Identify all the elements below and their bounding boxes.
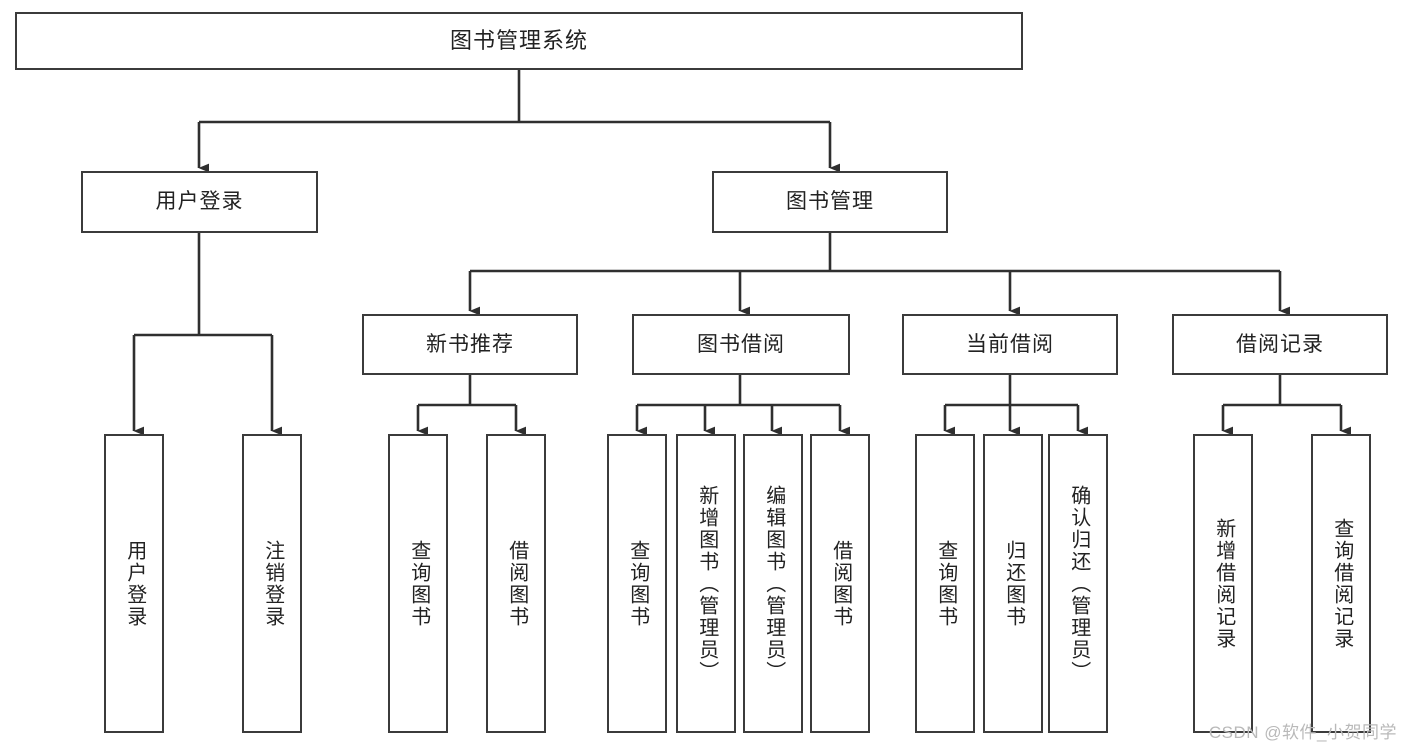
node-root-system[interactable]: 图书管理系统 bbox=[15, 12, 1023, 70]
node-label: 查询图书 bbox=[626, 539, 649, 628]
node-book-borrow[interactable]: 图书借阅 bbox=[632, 314, 850, 375]
node-label: 借阅图书 bbox=[829, 539, 852, 628]
node-borrow-record[interactable]: 借阅记录 bbox=[1172, 314, 1388, 375]
node-leaf-user-login[interactable]: 用户登录 bbox=[104, 434, 164, 733]
node-leaf-user-logout[interactable]: 注销登录 bbox=[242, 434, 302, 733]
node-label: 归还图书 bbox=[1002, 539, 1025, 628]
node-leaf-bookborrow-add[interactable]: 新增图书（管理员） bbox=[676, 434, 736, 733]
node-label: 用户登录 bbox=[155, 190, 244, 214]
node-label: 用户登录 bbox=[123, 539, 146, 628]
node-new-book-recommend[interactable]: 新书推荐 bbox=[362, 314, 578, 375]
node-leaf-bookborrow-lend[interactable]: 借阅图书 bbox=[810, 434, 870, 733]
node-leaf-newbook-query[interactable]: 查询图书 bbox=[388, 434, 448, 733]
node-leaf-bookborrow-edit[interactable]: 编辑图书（管理员） bbox=[743, 434, 803, 733]
node-label: 新书推荐 bbox=[426, 332, 514, 356]
node-current-borrow[interactable]: 当前借阅 bbox=[902, 314, 1118, 375]
node-label: 查询图书 bbox=[407, 539, 430, 628]
node-label: 查询借阅记录 bbox=[1330, 517, 1353, 650]
node-label: 新增图书（管理员） bbox=[695, 484, 718, 683]
node-label: 编辑图书（管理员） bbox=[762, 484, 785, 683]
node-leaf-currentborrow-return[interactable]: 归还图书 bbox=[983, 434, 1043, 733]
node-leaf-record-query[interactable]: 查询借阅记录 bbox=[1311, 434, 1371, 733]
node-book-management[interactable]: 图书管理 bbox=[712, 171, 948, 233]
node-label: 图书管理系统 bbox=[449, 27, 588, 53]
node-leaf-currentborrow-query[interactable]: 查询图书 bbox=[915, 434, 975, 733]
node-label: 确认归还（管理员） bbox=[1067, 484, 1090, 683]
node-leaf-bookborrow-query[interactable]: 查询图书 bbox=[607, 434, 667, 733]
node-label: 借阅记录 bbox=[1236, 332, 1324, 356]
node-label: 借阅图书 bbox=[505, 539, 528, 628]
node-label: 注销登录 bbox=[261, 539, 284, 628]
node-leaf-currentborrow-confirm[interactable]: 确认归还（管理员） bbox=[1048, 434, 1108, 733]
node-label: 当前借阅 bbox=[966, 332, 1054, 356]
node-user-login[interactable]: 用户登录 bbox=[81, 171, 318, 233]
node-label: 图书借阅 bbox=[697, 332, 785, 356]
node-leaf-newbook-borrow[interactable]: 借阅图书 bbox=[486, 434, 546, 733]
node-leaf-record-add[interactable]: 新增借阅记录 bbox=[1193, 434, 1253, 733]
node-label: 图书管理 bbox=[786, 190, 874, 214]
node-label: 新增借阅记录 bbox=[1212, 517, 1235, 650]
csdn-watermark: CSDN @软件_小贺同学 bbox=[1208, 723, 1397, 742]
node-label: 查询图书 bbox=[934, 539, 957, 628]
